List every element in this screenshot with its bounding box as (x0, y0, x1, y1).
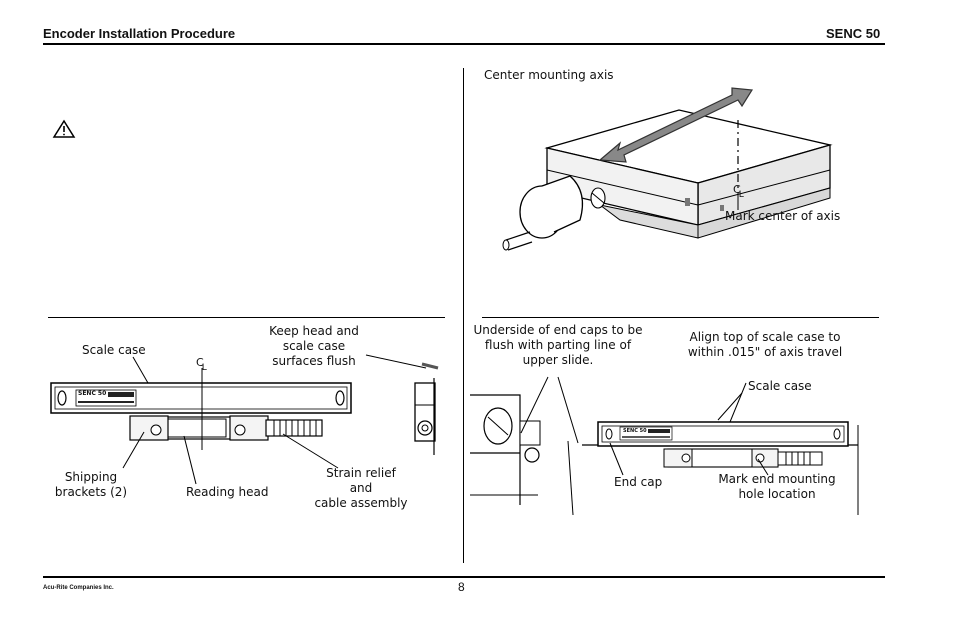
header-rule (43, 43, 885, 45)
label-strain-relief: Strain relief and cable assembly (314, 466, 408, 510)
scale-front-view-illustration (50, 354, 439, 485)
label-reading-head: Reading head (186, 485, 269, 499)
label-scale-case-left: Scale case (82, 343, 146, 357)
scale-plate-text-right: SENC 50 (623, 428, 647, 434)
warning-triangle-icon (52, 119, 76, 138)
section-rule-right (482, 317, 879, 318)
label-scale-case-right: Scale case (748, 379, 812, 393)
scale-mounting-illustration (470, 376, 859, 516)
page-number: 8 (458, 580, 465, 594)
machine-slide-illustration (502, 87, 833, 251)
label-end-cap: End cap (614, 475, 663, 489)
centerline-symbol-top: CL (733, 183, 744, 200)
section-rule-left (48, 317, 445, 318)
label-underside-end-caps: Underside of end caps to be flush with p… (473, 323, 643, 367)
header-model: SENC 50 (826, 26, 881, 41)
label-align-top: Align top of scale case to within .015" … (687, 330, 843, 359)
column-divider (463, 68, 464, 563)
scale-plate-text-left: SENC 50 (78, 390, 107, 397)
footer-rule (43, 576, 885, 578)
label-keep-flush: Keep head and scale case surfaces flush (269, 324, 359, 368)
header-title: Encoder Installation Procedure (43, 26, 236, 41)
label-mark-center-of-axis: Mark center of axis (725, 209, 841, 223)
footer-company: Acu-Rite Companies Inc. (43, 585, 114, 591)
centerline-symbol-left: CL (196, 356, 207, 373)
label-mark-end-mounting: Mark end mounting hole location (718, 472, 836, 501)
label-shipping-brackets: Shipping brackets (2) (54, 470, 128, 499)
label-center-mounting-axis: Center mounting axis (484, 68, 614, 82)
